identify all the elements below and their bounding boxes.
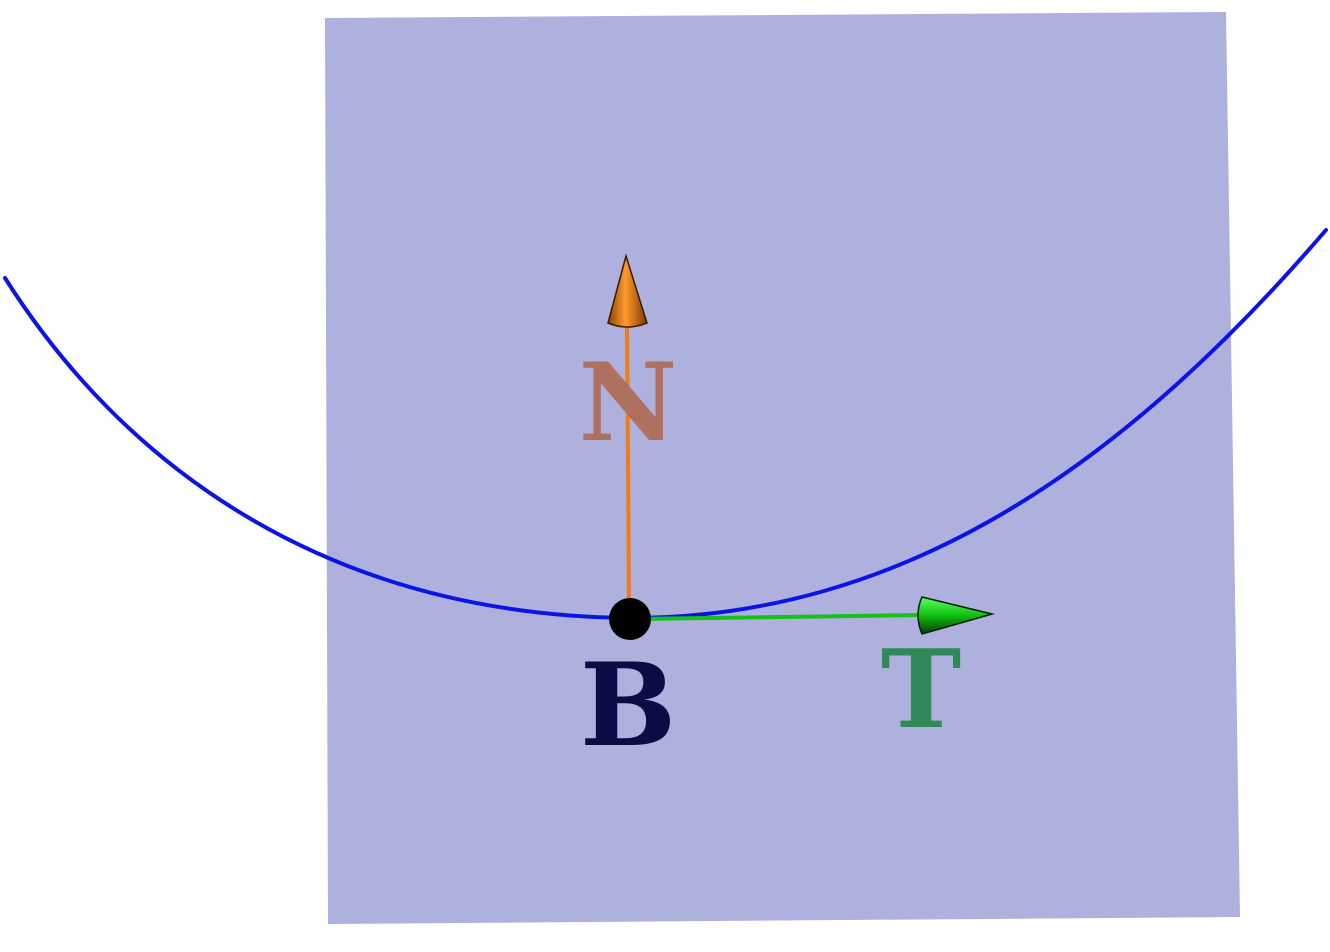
normal-vector-shaft bbox=[625, 324, 631, 601]
osculating-plane bbox=[325, 12, 1240, 924]
point-on-curve bbox=[609, 598, 651, 640]
tangent-vector bbox=[631, 596, 995, 635]
tangent-arrowhead-icon bbox=[917, 596, 995, 635]
normal-arrowhead-icon bbox=[607, 253, 648, 328]
normal-label: N bbox=[579, 340, 678, 466]
tangent-label: T bbox=[881, 627, 961, 753]
tangent-vector-shaft bbox=[631, 613, 923, 621]
normal-vector bbox=[607, 253, 648, 601]
binormal-label: B bbox=[580, 638, 676, 772]
